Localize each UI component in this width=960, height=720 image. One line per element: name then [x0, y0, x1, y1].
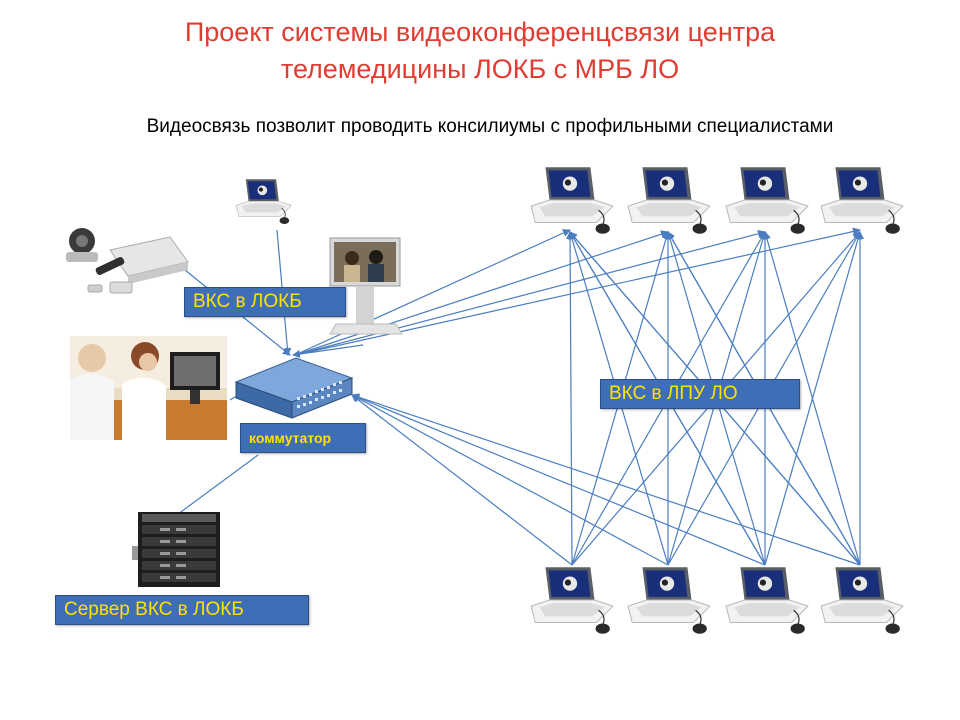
laptop-icon — [725, 166, 809, 235]
laptop-icon — [530, 566, 614, 635]
laptop-icon — [627, 166, 711, 235]
server-rack-icon — [132, 512, 220, 587]
page-title: Проект системы видеоконференцсвязи центр… — [0, 14, 960, 88]
laptop-icon — [627, 566, 711, 635]
vks-lpu-label: ВКС в ЛПУ ЛО — [600, 379, 800, 409]
server-label: Сервер ВКС в ЛОКБ — [55, 595, 309, 625]
network-switch-icon — [234, 357, 354, 419]
laptop-icon — [820, 566, 904, 635]
title-line-2: телемедицины ЛОКБ с МРБ ЛО — [280, 54, 680, 84]
vks-lokb-label: ВКС в ЛОКБ — [184, 287, 346, 317]
telepresence-screen-icon — [329, 237, 403, 335]
video-codec-icon — [66, 228, 189, 294]
laptop-icon — [725, 566, 809, 635]
switch-label: коммутатор — [240, 423, 366, 453]
laptop-icon — [820, 166, 904, 235]
title-line-1: Проект системы видеоконференцсвязи центр… — [184, 17, 776, 47]
doctors-photo — [70, 336, 227, 440]
page-subtitle: Видеосвязь позволит проводить консилиумы… — [146, 116, 834, 137]
laptop-icon — [235, 178, 292, 225]
laptop-icon — [530, 166, 614, 235]
